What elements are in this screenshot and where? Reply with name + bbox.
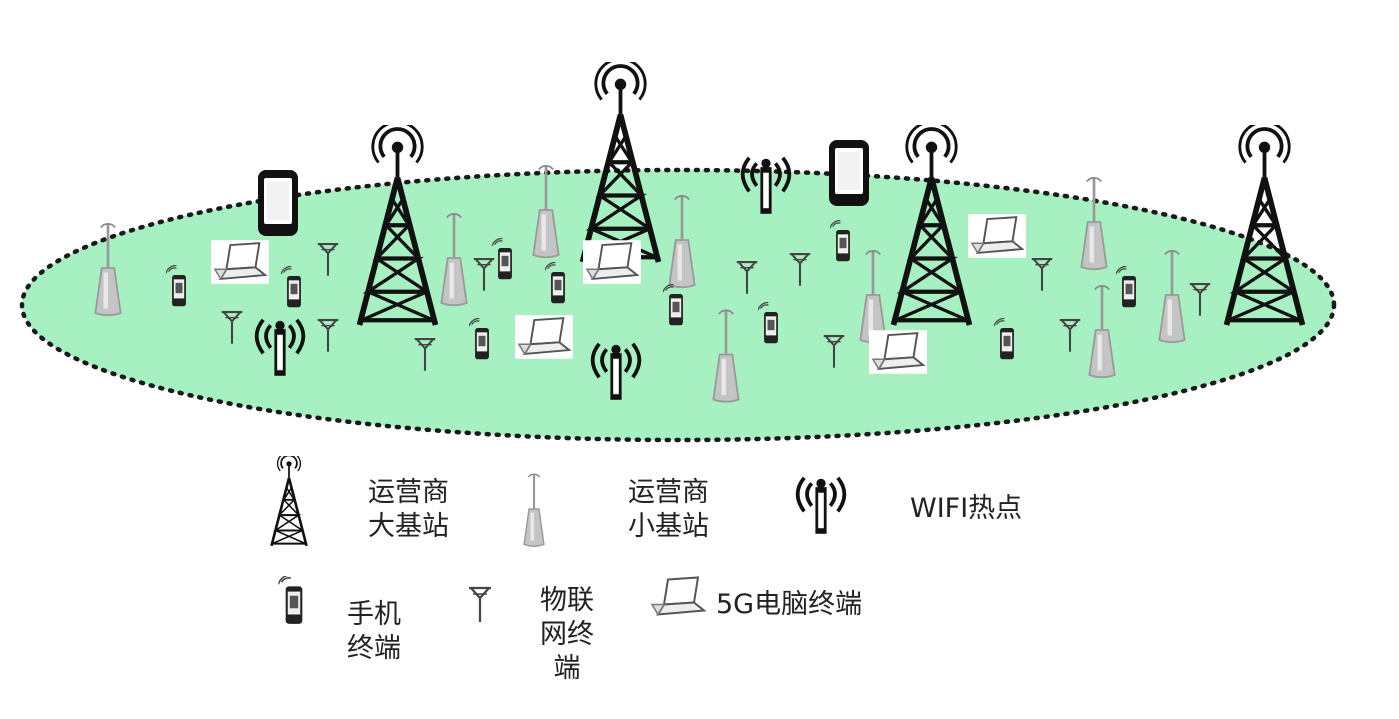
laptop-icon [869, 330, 927, 374]
handheld-phone-icon [829, 140, 869, 206]
wifi-hotspot-icon [795, 475, 847, 536]
legend-label-small: 运营商 小基站 [628, 477, 709, 542]
coverage-scene [19, 0, 1337, 443]
legend-label-laptop: 5G电脑终端 [716, 589, 863, 620]
mobile-phone-icon [278, 576, 304, 625]
macro-base-station-icon [270, 456, 308, 548]
laptop-icon [648, 574, 708, 620]
legend: 运营商 大基站 运营商 小基站 WIFI热点 手机 终端 物联 网终 端 5G电… [0, 440, 1399, 719]
legend-label-phone: 手机 终端 [347, 599, 401, 664]
legend-label-iot: 物联 网终 端 [540, 585, 594, 684]
iot-terminal-icon [467, 586, 493, 624]
legend-label-wifi: WIFI热点 [910, 493, 1023, 524]
laptop-icon [211, 240, 269, 284]
handheld-phone-icon [258, 170, 298, 236]
laptop-icon [968, 214, 1026, 258]
small-base-station-icon [523, 473, 545, 548]
laptop-icon [515, 315, 573, 359]
legend-label-macro: 运营商 大基站 [368, 477, 449, 542]
laptop-icon [583, 240, 641, 284]
